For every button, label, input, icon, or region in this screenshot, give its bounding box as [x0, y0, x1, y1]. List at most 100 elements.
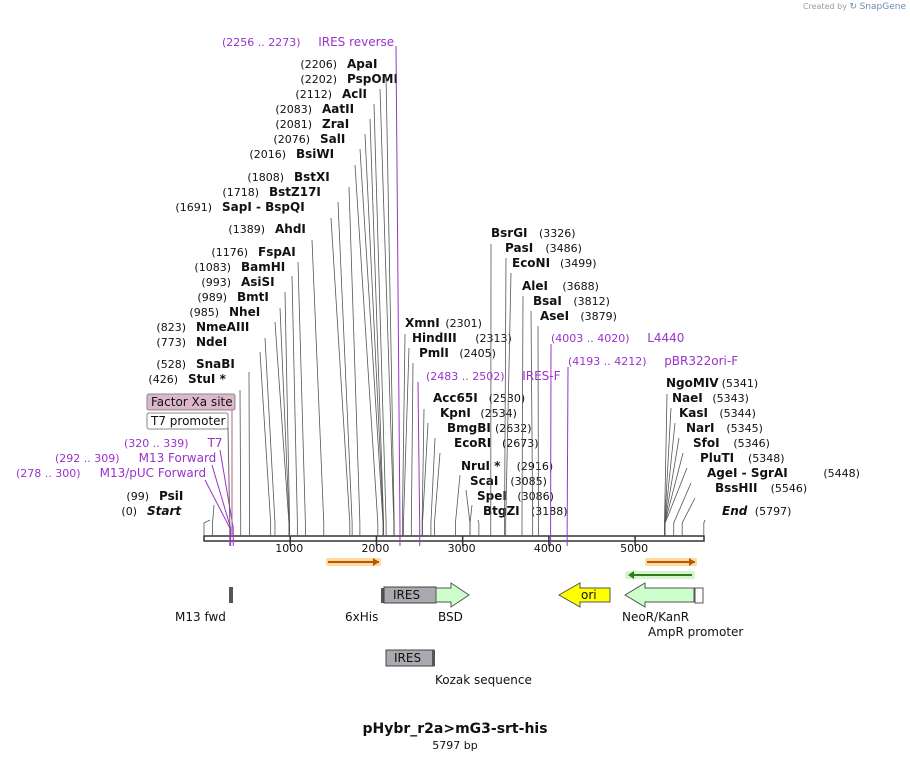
- site-name: SalI: [320, 132, 345, 146]
- site-name: NmeAIII: [196, 320, 249, 334]
- site-leader: [505, 272, 512, 536]
- primer-name: L4440: [647, 331, 684, 345]
- site-leader: [369, 118, 384, 536]
- site-coord: (426): [148, 373, 178, 386]
- site-name: ApaI: [347, 57, 377, 71]
- site-coord: (823): [156, 321, 186, 334]
- site-leader: [284, 291, 291, 536]
- site-leader: [422, 422, 429, 536]
- site-coord: (1176): [211, 246, 248, 259]
- site-coord: (2632): [495, 422, 532, 435]
- site-leader: [703, 519, 706, 536]
- site-coord: (2534): [480, 407, 517, 420]
- factor-xa-box: [146, 393, 236, 411]
- site-coord: (3486): [545, 242, 582, 255]
- site-name: SfoI: [693, 436, 720, 450]
- site-leader: [330, 217, 351, 536]
- site-name: BtgZI: [483, 504, 520, 518]
- site-name: AleI: [522, 279, 548, 293]
- site-coord: (1691): [175, 201, 212, 214]
- site-leader: [373, 103, 387, 536]
- site-name: AgeI - SgrAI: [707, 466, 788, 480]
- site-name: PluTI: [700, 451, 734, 465]
- ampr-promoter-label: AmpR promoter: [648, 625, 743, 639]
- site-leader: [354, 164, 379, 536]
- site-name: FspAI: [258, 245, 296, 259]
- site-coord: (2016): [249, 148, 286, 161]
- site-coord: (2313): [475, 332, 512, 345]
- site-name: BsiWI: [296, 147, 334, 161]
- site-leader: [259, 351, 272, 536]
- site-coord: (528): [156, 358, 186, 371]
- site-name: NgoMIV: [666, 376, 719, 390]
- primer-name: IRES-F: [522, 369, 560, 383]
- site-coord: (3188): [531, 505, 568, 518]
- site-name: NdeI: [196, 335, 227, 349]
- site-leader: [385, 73, 395, 536]
- ruler-label: 5000: [620, 542, 648, 555]
- site-coord: (3326): [539, 227, 576, 240]
- ruler-label: 4000: [534, 542, 562, 555]
- site-name: BamHI: [241, 260, 285, 274]
- primer-name: T7: [207, 436, 223, 450]
- site-coord: (1083): [194, 261, 231, 274]
- ires2-label: IRES: [394, 651, 421, 665]
- site-leader: [337, 201, 353, 536]
- site-leader: [455, 474, 461, 536]
- site-coord: (2112): [295, 88, 332, 101]
- primer-leader: [566, 366, 569, 546]
- primer-name: pBR322ori-F: [664, 354, 738, 368]
- site-leader: [410, 362, 414, 536]
- site-coord: (2083): [275, 103, 312, 116]
- ires-label: IRES: [393, 588, 420, 602]
- site-leader: [264, 337, 276, 536]
- plasmid-length: 5797 bp: [432, 739, 478, 752]
- site-coord: (99): [126, 490, 149, 503]
- site-leader: [681, 497, 696, 536]
- site-name: BstXI: [294, 170, 330, 184]
- site-name: Start: [147, 504, 182, 518]
- site-name: ZraI: [322, 117, 349, 131]
- arrow-primer-2-head: [689, 558, 695, 566]
- site-name: BsrGI: [491, 226, 528, 240]
- t7-promoter-box: [146, 412, 229, 430]
- primer-leader: [417, 381, 421, 546]
- site-name: SnaBI: [196, 357, 235, 371]
- site-leader: [530, 310, 534, 536]
- site-name: PsiI: [159, 489, 183, 503]
- site-coord: (2530): [489, 392, 526, 405]
- ruler-label: 3000: [448, 542, 476, 555]
- site-leader: [504, 257, 507, 536]
- site-leader: [434, 452, 441, 536]
- site-coord: (1718): [222, 186, 259, 199]
- primer-leader: [219, 449, 234, 546]
- site-coord: (1808): [247, 171, 284, 184]
- site-coord: (2405): [459, 347, 496, 360]
- primer-range: (320 .. 339): [124, 437, 189, 450]
- site-name: PmlI: [419, 346, 449, 360]
- bsd-label: BSD: [438, 610, 463, 624]
- primer-leader: [211, 464, 232, 546]
- site-coord: (5343): [712, 392, 749, 405]
- primer-range: (292 .. 309): [55, 452, 120, 465]
- site-name: SpeI: [477, 489, 507, 503]
- ruler-label: 1000: [275, 542, 303, 555]
- site-coord: (773): [156, 336, 186, 349]
- site-coord: (5448): [823, 467, 860, 480]
- m13fwd-box: [229, 587, 233, 603]
- site-name: AclI: [342, 87, 367, 101]
- ruler-label: 2000: [361, 542, 389, 555]
- site-coord: (5341): [722, 377, 759, 390]
- site-name: BssHII: [715, 481, 757, 495]
- primer-name: M13/pUC Forward: [100, 466, 207, 480]
- site-coord: (3688): [562, 280, 599, 293]
- site-name: End: [722, 504, 748, 518]
- t7-leader: [227, 427, 231, 537]
- site-name: EcoRI: [454, 436, 491, 450]
- primer-range: (2256 .. 2273): [222, 36, 301, 49]
- site-leader: [311, 239, 325, 536]
- site-leader: [521, 295, 524, 536]
- site-name: BmtI: [237, 290, 269, 304]
- neor-label: NeoR/KanR: [622, 610, 689, 624]
